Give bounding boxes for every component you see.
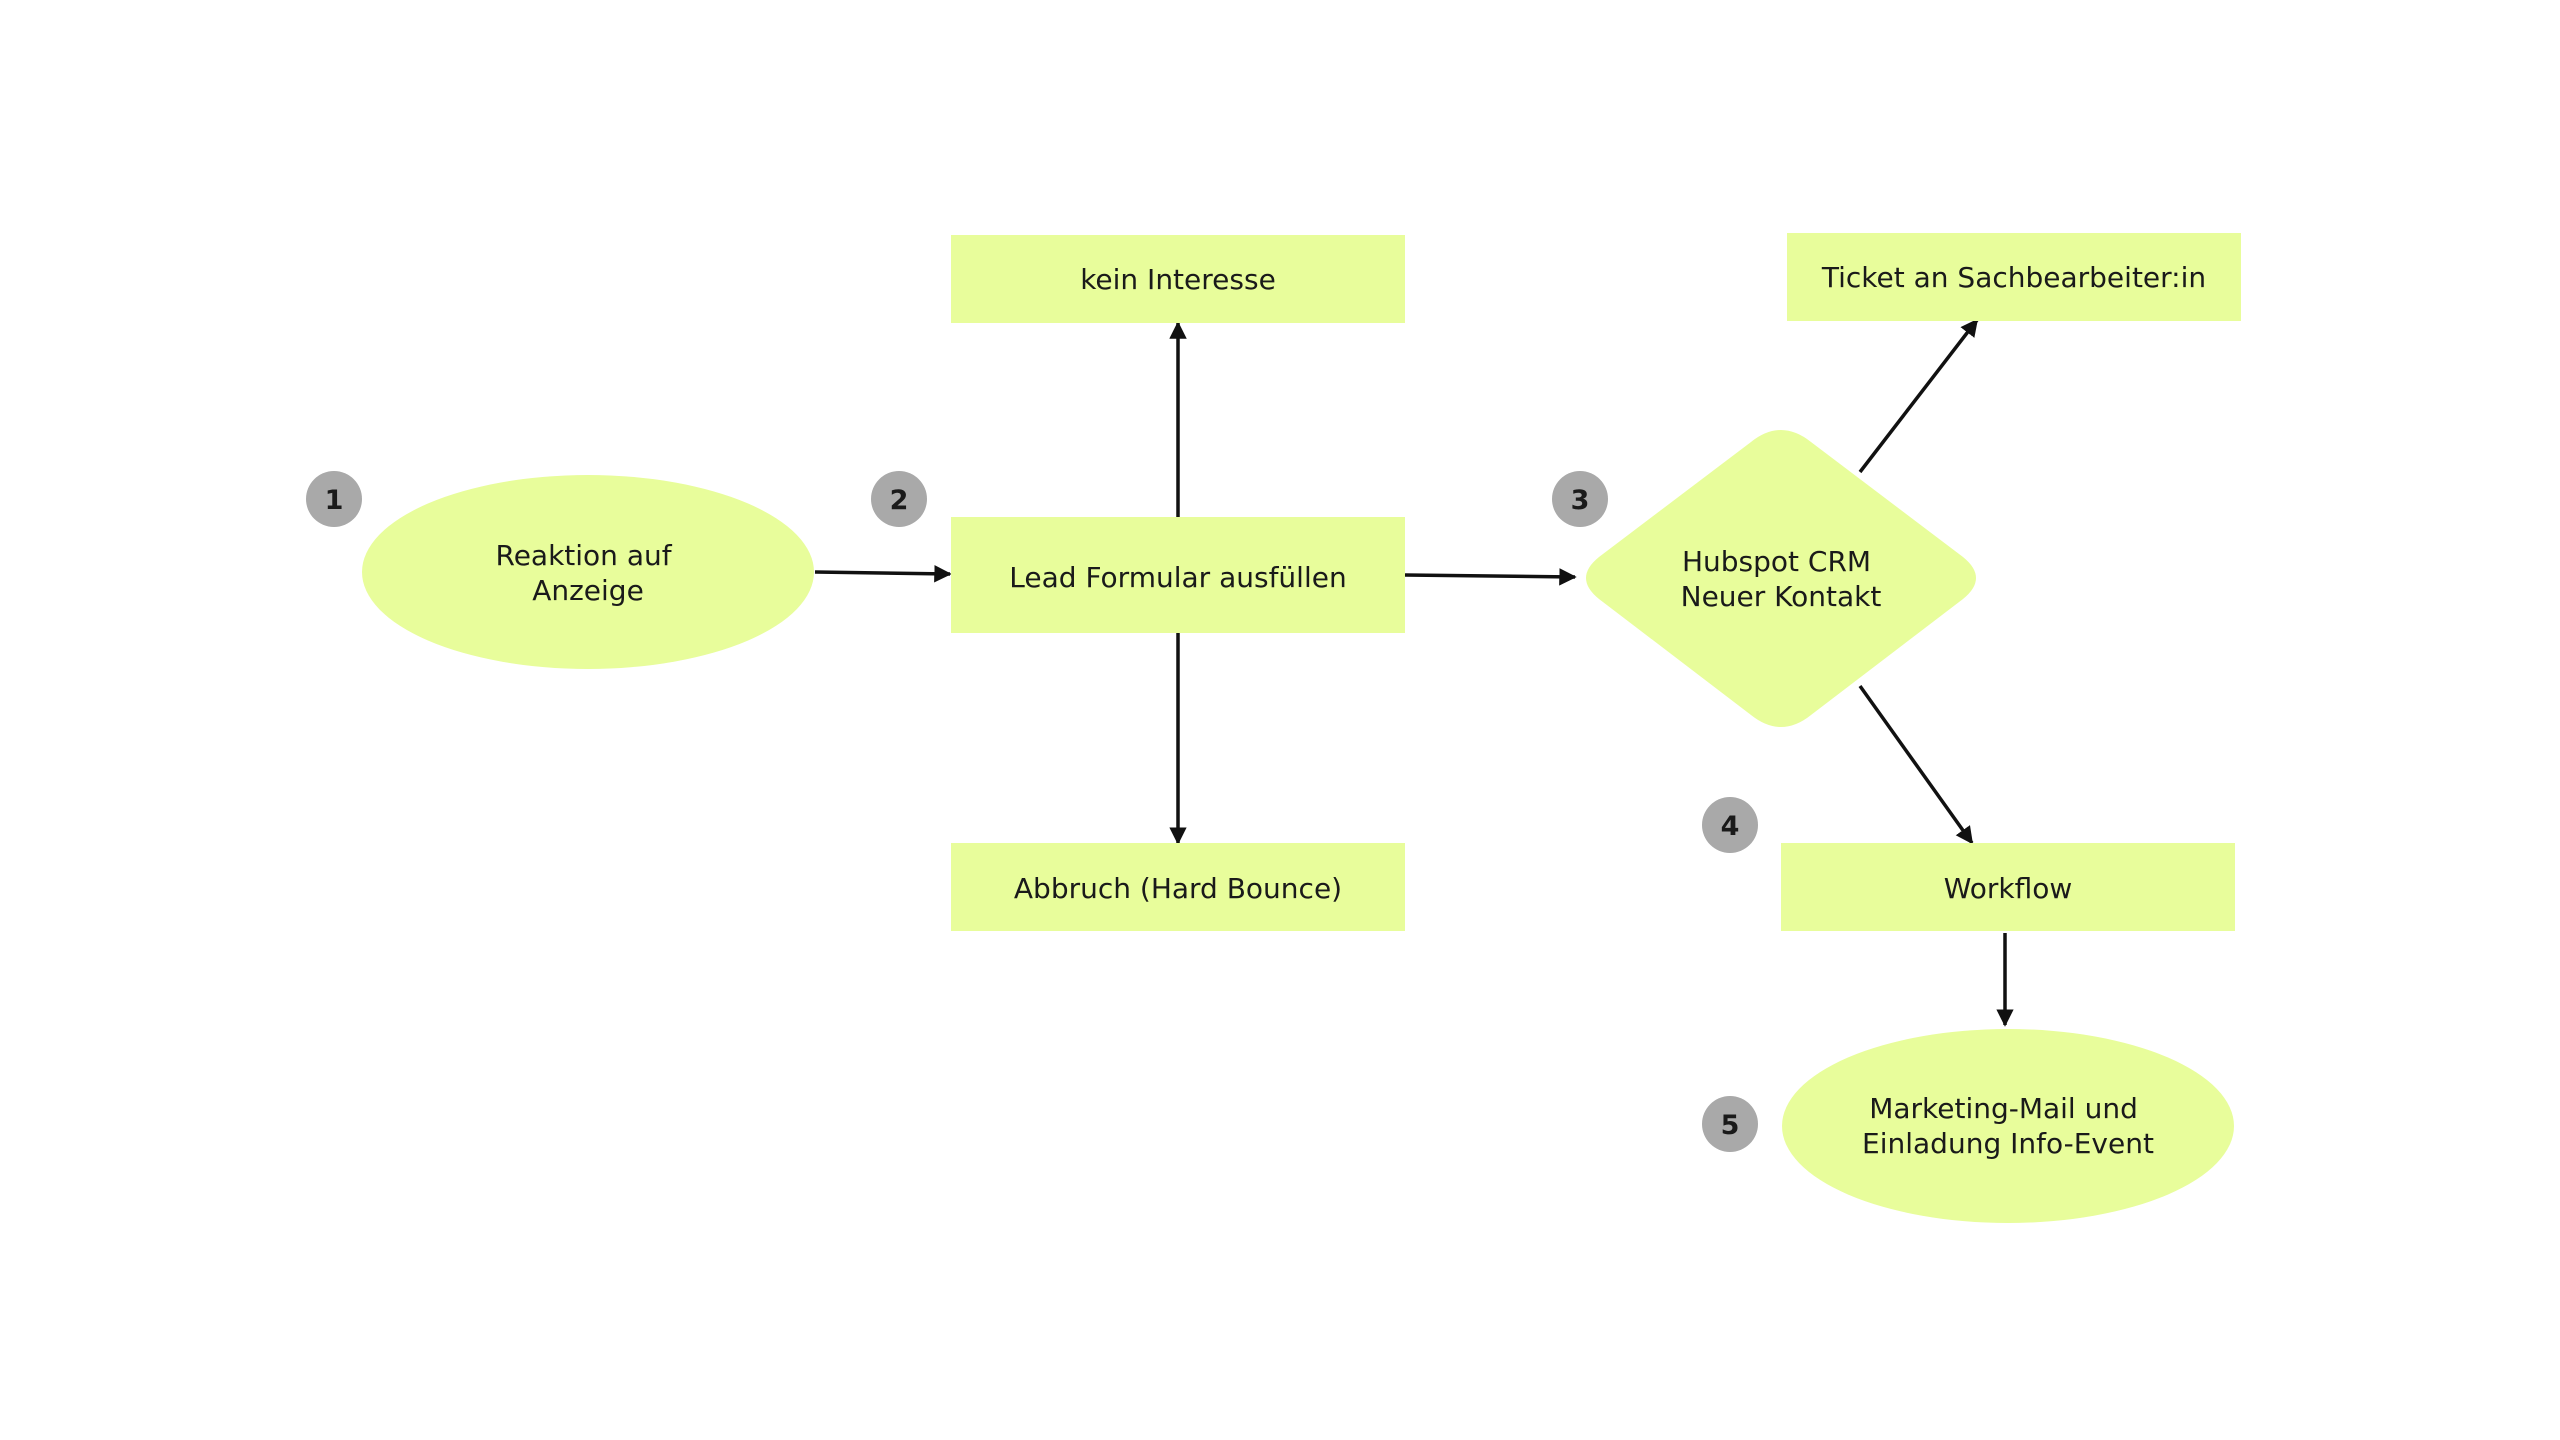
node-lead-shape xyxy=(951,517,1405,633)
edge-lead-to-hubspot xyxy=(1404,568,1577,586)
node-hubspot-label: Hubspot CRM Neuer Kontakt xyxy=(1681,545,1882,613)
svg-text:2: 2 xyxy=(890,485,909,516)
step-badge-1: 1 xyxy=(306,471,362,527)
svg-text:3: 3 xyxy=(1571,485,1590,516)
node-ticket-shape xyxy=(1787,233,2241,321)
node-kein-interesse-label: kein Interesse xyxy=(1080,263,1276,296)
svg-text:4: 4 xyxy=(1721,811,1740,842)
edges xyxy=(814,318,2014,1027)
node-labels: Reaktion auf Anzeige Lead Formular ausfü… xyxy=(496,261,2207,1160)
node-workflow-label: Workflow xyxy=(1944,872,2073,905)
node-workflow-shape xyxy=(1781,843,2235,931)
step-badges: 1 2 3 4 5 xyxy=(306,471,1758,1152)
step-badge-5: 5 xyxy=(1702,1096,1758,1152)
node-hubspot-shape xyxy=(1586,430,1976,727)
node-ticket-label: Ticket an Sachbearbeiter:in xyxy=(1821,261,2206,294)
edge-reaktion-to-lead xyxy=(814,565,952,583)
nodes xyxy=(362,233,2241,1223)
node-abbruch-shape xyxy=(951,843,1405,931)
node-marketing-shape xyxy=(1782,1029,2234,1223)
edge-hubspot-to-ticket xyxy=(1858,318,1979,474)
svg-text:1: 1 xyxy=(325,485,344,516)
node-kein-interesse-shape xyxy=(951,235,1405,323)
step-badge-3: 3 xyxy=(1552,471,1608,527)
svg-text:5: 5 xyxy=(1721,1110,1740,1141)
step-badge-2: 2 xyxy=(871,471,927,527)
node-abbruch-label: Abbruch (Hard Bounce) xyxy=(1014,872,1342,905)
step-badge-4: 4 xyxy=(1702,797,1758,853)
node-reaktion-shape xyxy=(362,475,814,669)
node-lead-label: Lead Formular ausfüllen xyxy=(1009,561,1346,594)
node-reaktion-label: Reaktion auf Anzeige xyxy=(496,539,681,607)
node-marketing-label: Marketing-Mail und Einladung Info-Event xyxy=(1862,1092,2154,1160)
edge-hubspot-to-workflow xyxy=(1858,684,1974,845)
